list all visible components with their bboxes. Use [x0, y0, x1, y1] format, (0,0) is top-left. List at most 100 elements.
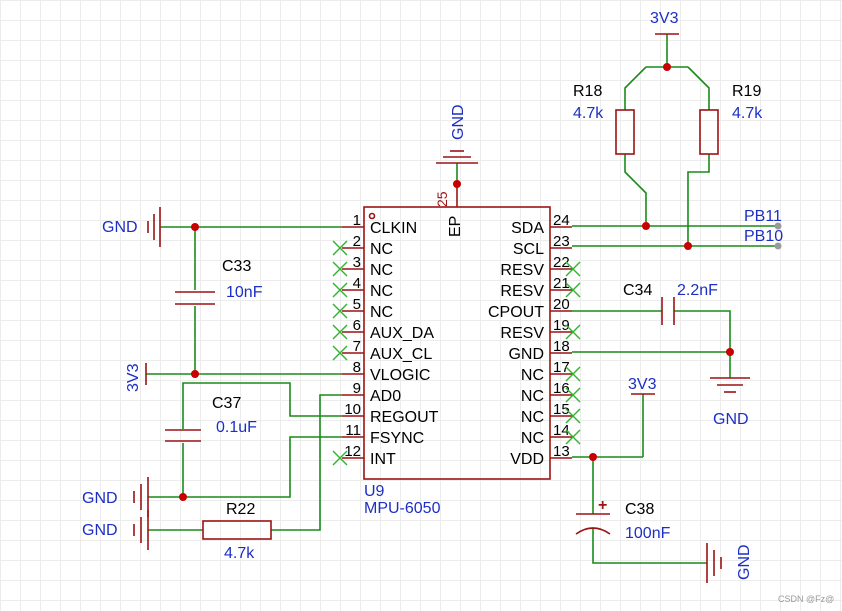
- chip-pin-name: NC: [370, 283, 393, 300]
- chip-pin-name: SDA: [511, 220, 544, 237]
- chip-pin-number: 14: [553, 422, 570, 439]
- net-gnd-ep: GND: [450, 104, 467, 140]
- chip-pin-name: NC: [521, 430, 544, 447]
- no-connect-mark: [332, 345, 348, 361]
- chip-pin-number: 23: [553, 233, 570, 250]
- c33-value: 10nF: [226, 284, 263, 301]
- no-connect-mark: [332, 324, 348, 340]
- gnd-r22-symbol: [133, 510, 149, 550]
- r22-body: [202, 520, 272, 540]
- chip-pin-number: 9: [353, 380, 361, 397]
- chip-pin-number: 8: [353, 359, 361, 376]
- junction: [663, 63, 671, 71]
- chip-pin-number: 20: [553, 296, 570, 313]
- ep-label: EP: [447, 216, 464, 237]
- no-connect-mark: [565, 282, 581, 298]
- chip-pin-name: INT: [370, 451, 396, 468]
- chip-pin-name: NC: [370, 241, 393, 258]
- junction: [191, 370, 199, 378]
- wire-r19-top: [687, 66, 710, 110]
- chip-pin-name: NC: [521, 388, 544, 405]
- no-connect-mark: [332, 261, 348, 277]
- net-3v3-vdd: 3V3: [628, 376, 657, 393]
- no-connect-mark: [565, 429, 581, 445]
- chip-pin-number: 10: [344, 401, 361, 418]
- gnd-18-symbol: [710, 377, 750, 393]
- chip-pin-number: 18: [553, 338, 570, 355]
- r18-body: [615, 109, 635, 155]
- c34-symbol: [661, 297, 675, 325]
- watermark: CSDN @Fz@: [778, 594, 834, 604]
- no-connect-mark: [565, 366, 581, 382]
- wire-r18-sda: [624, 154, 647, 226]
- c37-value: 0.1uF: [216, 419, 257, 436]
- chip-pin-name: VLOGIC: [370, 367, 430, 384]
- chip-pin-number: 2: [353, 233, 361, 250]
- wire-regout: [182, 382, 342, 429]
- c38-value: 100nF: [625, 525, 671, 542]
- pin1-marker: [368, 212, 376, 220]
- net-3v3-vlogic: 3V3: [125, 363, 142, 392]
- chip-pin-name: AD0: [370, 388, 401, 405]
- wire-c34-gnd: [674, 310, 731, 352]
- wire-r19-scl: [687, 154, 710, 246]
- c33-ref: C33: [222, 258, 251, 275]
- chip-pin-name: NC: [521, 409, 544, 426]
- chip-pin-number: 24: [553, 212, 570, 229]
- chip-pin-name: NC: [370, 262, 393, 279]
- chip-pin-number: 6: [353, 317, 361, 334]
- chip-pin-name: SCL: [513, 241, 544, 258]
- net-pb10: PB10: [744, 228, 783, 245]
- chip-pin-name: VDD: [510, 451, 544, 468]
- chip-pin-number: 1: [353, 212, 361, 229]
- chip-pin-name: CPOUT: [488, 304, 544, 321]
- net-gnd-r22: GND: [82, 522, 118, 539]
- no-connect-mark: [565, 261, 581, 277]
- r19-ref: R19: [732, 83, 761, 100]
- chip-pin-number: 22: [553, 254, 570, 271]
- junction: [684, 242, 692, 250]
- chip-designator: U9: [364, 483, 385, 500]
- net-gnd-c38: GND: [736, 544, 753, 580]
- no-connect-mark: [565, 408, 581, 424]
- c38-polarity: +: [598, 497, 607, 514]
- no-connect-mark: [565, 324, 581, 340]
- chip-pin-name: RESV: [500, 325, 544, 342]
- gnd-c38-symbol: [706, 543, 722, 583]
- junction: [453, 180, 461, 188]
- net-pb11: PB11: [744, 208, 782, 225]
- net-gnd-c37: GND: [82, 490, 118, 507]
- net-3v3-top: 3V3: [650, 10, 679, 27]
- c34-ref: C34: [623, 282, 652, 299]
- wire-r18-top: [624, 66, 647, 110]
- no-connect-mark: [332, 303, 348, 319]
- c34-value: 2.2nF: [677, 282, 718, 299]
- chip-pin-name: NC: [521, 367, 544, 384]
- r22-value: 4.7k: [224, 545, 255, 562]
- chip-pin-number: 21: [553, 275, 570, 292]
- no-connect-mark: [332, 450, 348, 466]
- chip-pin-number: 4: [353, 275, 361, 292]
- chip-pin-name: RESV: [500, 283, 544, 300]
- chip-pin-name: AUX_CL: [370, 346, 432, 363]
- wires: [146, 34, 778, 564]
- c38-ref: C38: [625, 501, 654, 518]
- chip-pin-name: FSYNC: [370, 430, 424, 447]
- chip-pin-number: 11: [345, 422, 361, 439]
- r18-ref: R18: [573, 83, 602, 100]
- chip-pin-number: 12: [344, 443, 361, 460]
- net-gnd-18: GND: [713, 411, 749, 428]
- gnd-clkin-symbol: [147, 207, 161, 247]
- wire-fsync: [182, 436, 342, 498]
- wire-c38-gnd: [592, 528, 707, 564]
- right-pin-group: 24SDA23SCL22RESV21RESV20CPOUT19RESV18GND…: [488, 212, 581, 468]
- r19-body: [699, 109, 719, 155]
- gnd-c37-symbol: [133, 477, 149, 517]
- junction: [179, 493, 187, 501]
- r18-value: 4.7k: [573, 105, 604, 122]
- no-connect-mark: [332, 282, 348, 298]
- port-pb10: [774, 242, 782, 250]
- junctions: [179, 63, 734, 501]
